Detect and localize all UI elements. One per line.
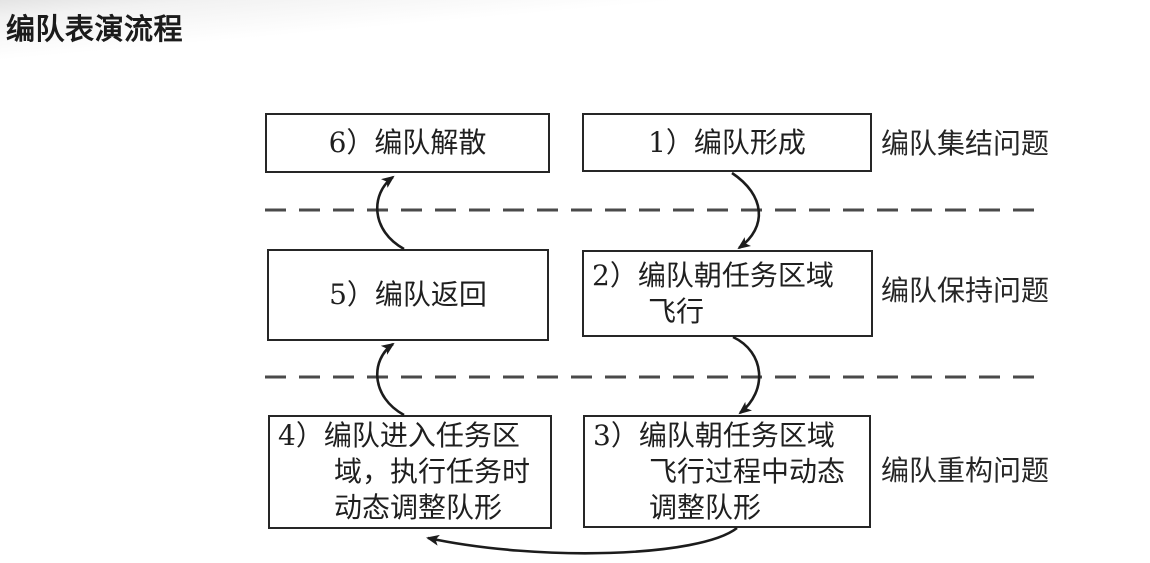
stage-label-assembly-problem: 编队集结问题 <box>881 127 1050 160</box>
arrow-5-to-6-icon <box>375 175 405 251</box>
flow-box-6-label: 6）编队解散 <box>328 126 487 159</box>
flow-box-3-line-2: 飞行过程中动态 <box>649 454 846 488</box>
flow-box-3-line-3: 调整队形 <box>649 490 762 524</box>
arrow-4-to-5-icon <box>375 342 405 417</box>
flow-box-4-line-1: 4）编队进入任务区 <box>278 419 520 452</box>
arrow-1-to-2-icon <box>731 171 761 250</box>
flow-box-1-label: 1）编队形成 <box>648 125 806 159</box>
flow-box-2-fly-to-task-area: 2）编队朝任务区域 飞行 <box>582 250 873 337</box>
flow-box-4-line-3: 动态调整队形 <box>334 491 503 524</box>
flow-box-3-dynamic-adjust-in-flight: 3）编队朝任务区域 飞行过程中动态 调整队形 <box>583 415 871 528</box>
flow-box-3-line-1: 3）编队朝任务区域 <box>593 418 835 452</box>
flow-box-2-line-2: 飞行 <box>648 294 705 328</box>
arrow-3-to-4-icon <box>426 526 738 555</box>
flow-box-1-formation-forming: 1）编队形成 <box>582 113 872 172</box>
arrow-2-to-3-icon <box>732 335 761 415</box>
page-title: 编队表演流程 <box>6 14 184 46</box>
flow-box-5-formation-return: 5）编队返回 <box>267 249 549 341</box>
stage-label-reconfiguration-problem: 编队重构问题 <box>881 454 1050 487</box>
flow-box-4-line-2: 域，执行任务时 <box>334 455 531 488</box>
flow-box-5-label: 5）编队返回 <box>329 278 487 311</box>
flow-box-4-enter-task-area-adjust: 4）编队进入任务区 域，执行任务时 动态调整队形 <box>268 415 552 529</box>
flow-box-6-formation-disband: 6）编队解散 <box>265 113 550 173</box>
stage-label-keeping-problem: 编队保持问题 <box>881 274 1050 307</box>
flow-box-2-line-1: 2）编队朝任务区域 <box>592 258 834 292</box>
